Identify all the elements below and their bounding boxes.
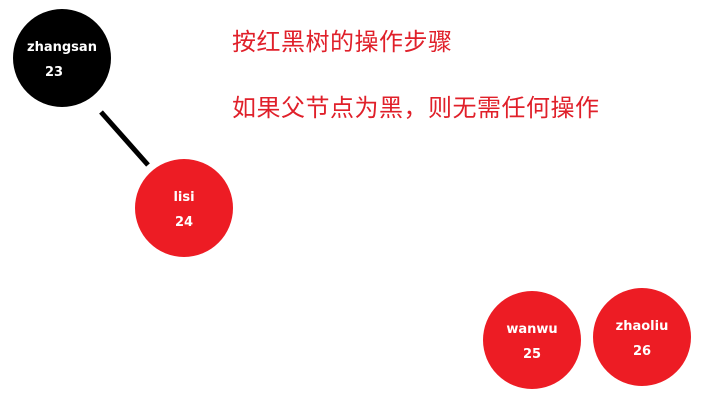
caption-title: 按红黑树的操作步骤 bbox=[232, 28, 453, 56]
caption-rule: 如果父节点为黑，则无需任何操作 bbox=[232, 94, 600, 122]
node-circle-wanwu bbox=[483, 291, 581, 389]
edges-layer bbox=[99, 110, 150, 167]
edge-zhangsan-lisi bbox=[99, 110, 150, 167]
node-zhaoliu: zhaoliu 26 bbox=[593, 288, 691, 386]
node-zhangsan: zhangsan 23 bbox=[13, 9, 111, 107]
node-value-wanwu: 25 bbox=[523, 347, 541, 362]
node-value-zhaoliu: 26 bbox=[633, 344, 651, 359]
node-circle-lisi bbox=[135, 159, 233, 257]
node-value-lisi: 24 bbox=[175, 215, 193, 230]
node-name-lisi: lisi bbox=[173, 190, 194, 205]
node-circle-zhangsan bbox=[13, 9, 111, 107]
node-name-zhangsan: zhangsan bbox=[27, 40, 97, 55]
node-value-zhangsan: 23 bbox=[45, 65, 63, 80]
node-lisi: lisi 24 bbox=[135, 159, 233, 257]
node-name-zhaoliu: zhaoliu bbox=[616, 319, 669, 334]
node-circle-zhaoliu bbox=[593, 288, 691, 386]
node-wanwu: wanwu 25 bbox=[483, 291, 581, 389]
nodes-layer: zhangsan 23 lisi 24 wanwu 25 zhaoliu 26 bbox=[13, 9, 691, 389]
node-name-wanwu: wanwu bbox=[506, 322, 557, 337]
